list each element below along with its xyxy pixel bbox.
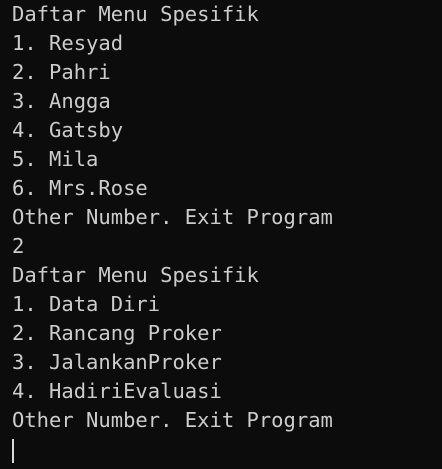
user-input-entry: 2: [12, 234, 25, 258]
menu-item-hadiri-evaluasi: 4. HadiriEvaluasi: [12, 379, 222, 403]
menu-title-1: Daftar Menu Spesifik: [12, 2, 259, 26]
menu-item-rancang-proker: 2. Rancang Proker: [12, 321, 222, 345]
menu-item-resyad: 1. Resyad: [12, 31, 124, 55]
menu-item-mila: 5. Mila: [12, 147, 99, 171]
menu-item-jalankan-proker: 3. JalankanProker: [12, 350, 222, 374]
menu-exit-option-1: Other Number. Exit Program: [12, 205, 333, 229]
menu-title-2: Daftar Menu Spesifik: [12, 263, 259, 287]
menu-item-gatsby: 4. Gatsby: [12, 118, 124, 142]
menu-exit-option-2: Other Number. Exit Program: [12, 408, 333, 432]
text-cursor: [12, 439, 14, 463]
menu-item-pahri: 2. Pahri: [12, 60, 111, 84]
menu-item-data-diri: 1. Data Diri: [12, 292, 161, 316]
menu-item-angga: 3. Angga: [12, 89, 111, 113]
menu-item-mrs-rose: 6. Mrs.Rose: [12, 176, 148, 200]
input-prompt-line[interactable]: [12, 435, 442, 464]
